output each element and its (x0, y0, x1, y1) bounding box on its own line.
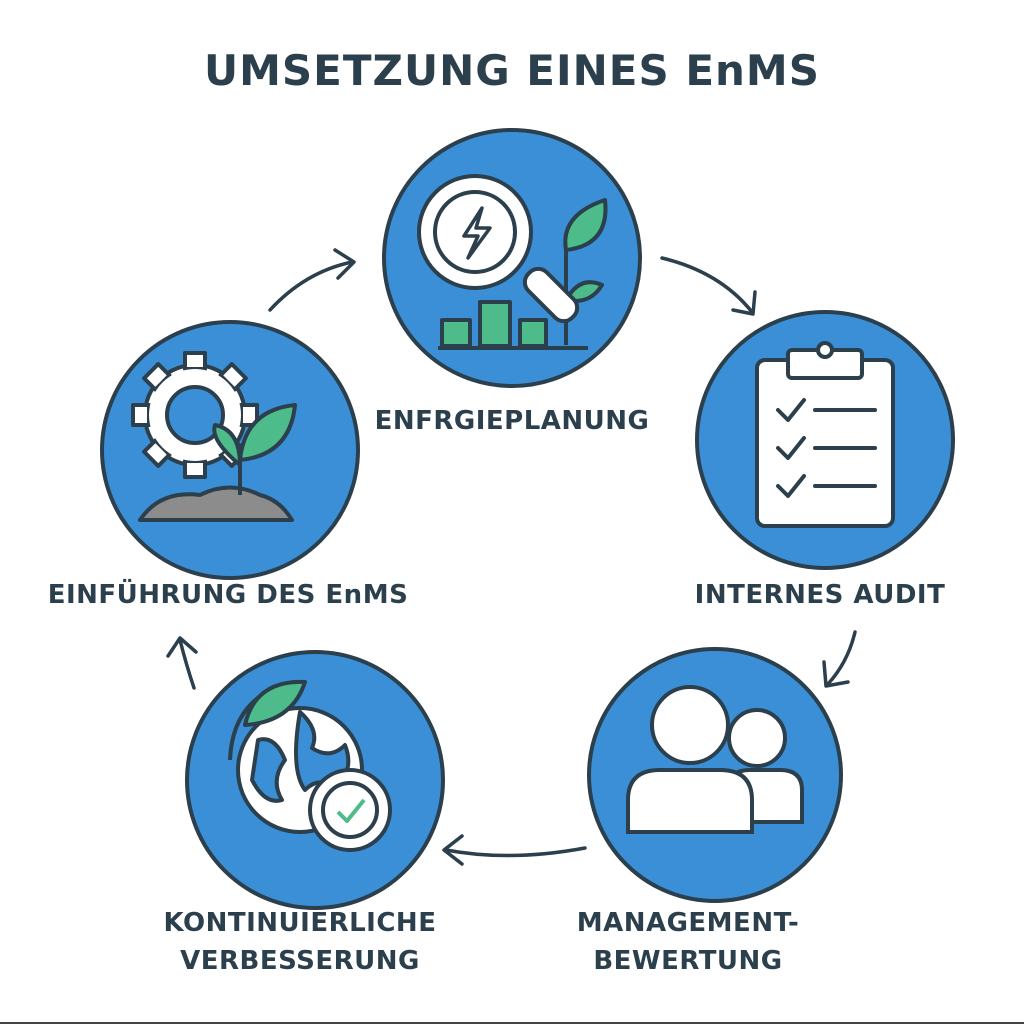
clipboard-checklist-icon (755, 341, 895, 528)
arrow-to-audit (660, 256, 757, 316)
step-label-audit: INTERNES AUDIT (694, 580, 946, 610)
page-title: UMSETZUNG EINES EnMS (204, 46, 820, 95)
magnifier-energy-plant-icon (417, 174, 608, 350)
gear-sprout-icon (131, 351, 297, 522)
arrow-to-improvement (442, 834, 587, 866)
step-label-planning: ENFRGIEPLANUNG (374, 406, 650, 436)
arrow-to-introduction (166, 636, 198, 690)
step-label-review-line1: MANAGEMENT- (576, 908, 800, 938)
step-label-introduction: EINFÜHRUNG DES EnMS (47, 580, 409, 610)
step-label-improvement-line2: VERBESSERUNG (180, 946, 420, 976)
step-label-review-line2: BEWERTUNG (593, 946, 783, 976)
arrow-to-review (822, 630, 857, 688)
globe-leaf-check-icon (228, 679, 392, 852)
step-label-improvement-line1: KONTINUIERLICHE (163, 908, 437, 938)
bottom-border (0, 1022, 1024, 1024)
people-icon (626, 685, 804, 834)
arrow-to-planning (268, 248, 356, 312)
